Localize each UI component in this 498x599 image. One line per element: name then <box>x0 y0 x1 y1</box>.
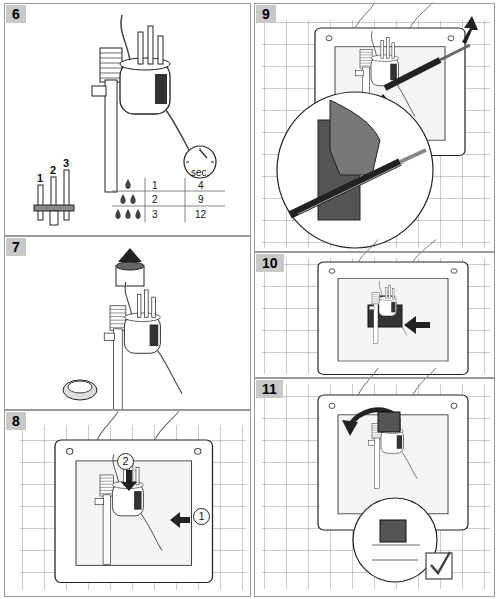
step-panel: 11 <box>254 378 495 597</box>
table-cell: 3 <box>152 209 158 220</box>
callout-number: 1 <box>198 511 204 522</box>
step-panel: 7 <box>4 236 251 410</box>
step-panel: 9 <box>254 3 495 252</box>
step-number: 7 <box>6 238 26 256</box>
table-cell: 12 <box>195 209 206 220</box>
step-number: 11 <box>256 380 283 398</box>
table-cell: 2 <box>152 194 158 205</box>
step-panel: 6 <box>4 3 251 236</box>
step-number: 6 <box>6 5 26 23</box>
callout-circle: 1 <box>193 508 210 525</box>
callout-circle: 2 <box>117 453 134 470</box>
step-panel: 10 <box>254 252 495 378</box>
step-number: 9 <box>256 5 276 23</box>
fitting-number: 3 <box>63 158 69 169</box>
fitting-number: 2 <box>50 165 56 176</box>
table-cell: 4 <box>198 180 204 191</box>
clock-unit: sec. <box>191 167 209 178</box>
table-cell: 9 <box>198 194 204 205</box>
step-number: 10 <box>256 254 284 272</box>
step-number: 8 <box>6 412 26 430</box>
callout-number: 2 <box>122 456 128 467</box>
table-cell: 1 <box>152 180 158 191</box>
fitting-number: 1 <box>37 173 43 184</box>
step-panel: 8 2 1 <box>4 410 251 597</box>
